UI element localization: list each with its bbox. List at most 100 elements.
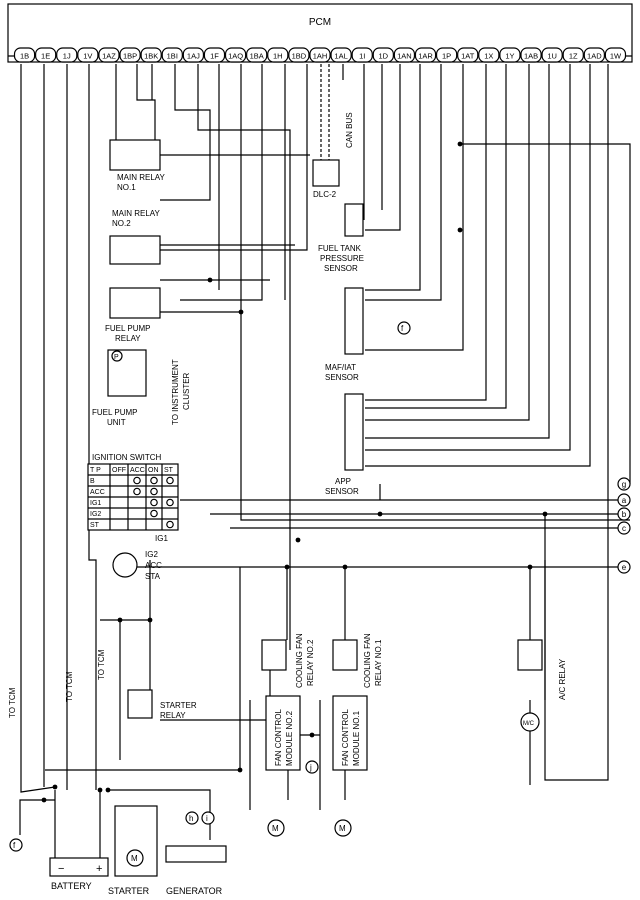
connector-g: g xyxy=(617,477,631,491)
svg-text:e: e xyxy=(622,563,627,572)
starter-label: STARTER xyxy=(108,886,150,896)
ignition-mark xyxy=(166,476,174,485)
cooling-fan-relay-1-label-2: RELAY NO.1 xyxy=(374,639,383,686)
generator-label: GENERATOR xyxy=(166,886,223,896)
svg-text:j: j xyxy=(309,763,312,772)
app-label-1: APP xyxy=(335,477,351,486)
starter-relay-label-1: STARTER xyxy=(160,701,197,710)
ignition-switch-symbol xyxy=(112,552,138,578)
svg-text:c: c xyxy=(622,524,626,533)
pcm-pin-label: 1H xyxy=(273,52,283,61)
starter-motor-m: M xyxy=(131,854,138,863)
starter-relay xyxy=(127,689,153,719)
junction-dot xyxy=(41,797,47,803)
fuel-pump-unit-label-1: FUEL PUMP xyxy=(92,408,138,417)
pcm-pin-label: 1AN xyxy=(397,52,412,61)
pcm-pin: 1H xyxy=(267,47,289,63)
pcm-pin: 1BA xyxy=(246,47,268,63)
ignition-mark xyxy=(133,487,141,496)
fuel-tank-label-2: PRESSURE xyxy=(320,254,364,263)
cooling-fan-relay-1-label-1: COOLING FAN xyxy=(363,633,372,688)
acc-label: ACC xyxy=(145,561,162,570)
fuel-tank-sensor xyxy=(344,203,364,237)
junction-dot xyxy=(284,564,290,570)
cooling-fan-relay-1 xyxy=(332,639,358,671)
pcm-pin-label: 1E xyxy=(41,52,50,61)
pcm-pin: 1U xyxy=(541,47,563,63)
ignition-mark xyxy=(150,476,158,485)
pcm-pin: 1AR xyxy=(414,47,437,63)
dlc-box xyxy=(312,159,340,187)
generator-box xyxy=(165,845,227,863)
maf-sensor xyxy=(344,287,364,355)
pcm-pin: 1Y xyxy=(499,47,521,63)
ac-relay xyxy=(517,639,543,671)
fuel-pump-p: P xyxy=(114,354,119,361)
junction-dot xyxy=(105,787,111,793)
pcm-pin: 1AJ xyxy=(182,47,205,63)
fuel-pump-unit-label-2: UNIT xyxy=(107,418,126,427)
ignition-mark xyxy=(133,476,141,485)
junctions xyxy=(41,141,548,803)
junction-dot xyxy=(377,511,383,517)
starter-relay-label-2: RELAY xyxy=(160,711,186,720)
pcm-pin: 1E xyxy=(35,47,57,63)
pcm-pin: 1Z xyxy=(562,47,584,63)
junction-dot xyxy=(238,309,244,315)
pcm-pin: 1W xyxy=(604,47,627,63)
connector-j: j xyxy=(305,760,319,774)
to-tcm-1: TO TCM xyxy=(8,687,17,718)
ignition-row-name: ACC xyxy=(90,489,105,496)
fan-module-2-label-1: FAN CONTROL xyxy=(274,709,283,766)
to-tcm-3: TO TCM xyxy=(97,649,106,680)
junction-dot xyxy=(147,617,153,623)
pcm-pin: 1V xyxy=(77,47,99,63)
fan-module-1-label-1: FAN CONTROL xyxy=(341,709,350,766)
fan-module-1-label-2: MODULE NO.1 xyxy=(352,710,361,766)
connector-e: e xyxy=(617,560,631,574)
pcm-pin-label: 1AH xyxy=(313,52,328,61)
pcm-pin: 1F xyxy=(203,47,226,63)
pcm-pin-label: 1P xyxy=(442,52,451,61)
pcm-pin: 1BK xyxy=(140,47,162,63)
main-relay-2-label-2: NO.2 xyxy=(112,219,131,228)
junction-dot xyxy=(527,564,533,570)
pcm-pin-label: 1AD xyxy=(587,52,602,61)
battery-label: BATTERY xyxy=(51,881,92,891)
mc-label: M/C xyxy=(523,721,535,727)
can-bus-label: CAN BUS xyxy=(345,112,354,148)
pcm-pin-label: 1BD xyxy=(292,52,307,61)
svg-text:i: i xyxy=(206,814,208,823)
junction-dot xyxy=(237,767,243,773)
ignition-mark xyxy=(166,520,174,529)
pcm-pin: 1D xyxy=(372,47,394,63)
ignition-header-cell: OFF xyxy=(112,467,126,474)
fan-motor-1 xyxy=(334,819,352,837)
fan-motor-1-m: M xyxy=(339,824,346,833)
pcm-pin: 1B xyxy=(13,47,36,63)
fuel-pump-relay xyxy=(109,287,161,319)
pcm-pin: 1AT xyxy=(457,47,479,63)
sta-label: STA xyxy=(145,572,161,581)
pcm-pin: 1BI xyxy=(161,47,183,63)
junction-dot xyxy=(309,732,315,738)
fuel-pump-relay-label-2: RELAY xyxy=(115,334,141,343)
pcm-pin: 1BP xyxy=(119,47,141,63)
main-relay-2-label-1: MAIN RELAY xyxy=(112,209,161,218)
battery-box xyxy=(49,857,109,877)
ignition-header-cell: ACC xyxy=(130,467,145,474)
connector-c: c xyxy=(617,521,631,535)
fan-motor-2-m: M xyxy=(272,824,279,833)
ignition-mark xyxy=(166,498,174,507)
pcm-pin-label: 1AB xyxy=(524,52,538,61)
pcm-pin-label: 1BI xyxy=(167,52,178,61)
ignition-header-cell: ON xyxy=(148,467,159,474)
pcm-pin-label: 1Z xyxy=(569,52,578,61)
starter-motor xyxy=(126,849,144,867)
pcm-pin: 1AD xyxy=(583,47,605,63)
ignition-row-name: ST xyxy=(90,522,100,529)
pcm-pin-label: 1W xyxy=(610,52,622,61)
pcm-pin-label: 1AZ xyxy=(102,52,116,61)
